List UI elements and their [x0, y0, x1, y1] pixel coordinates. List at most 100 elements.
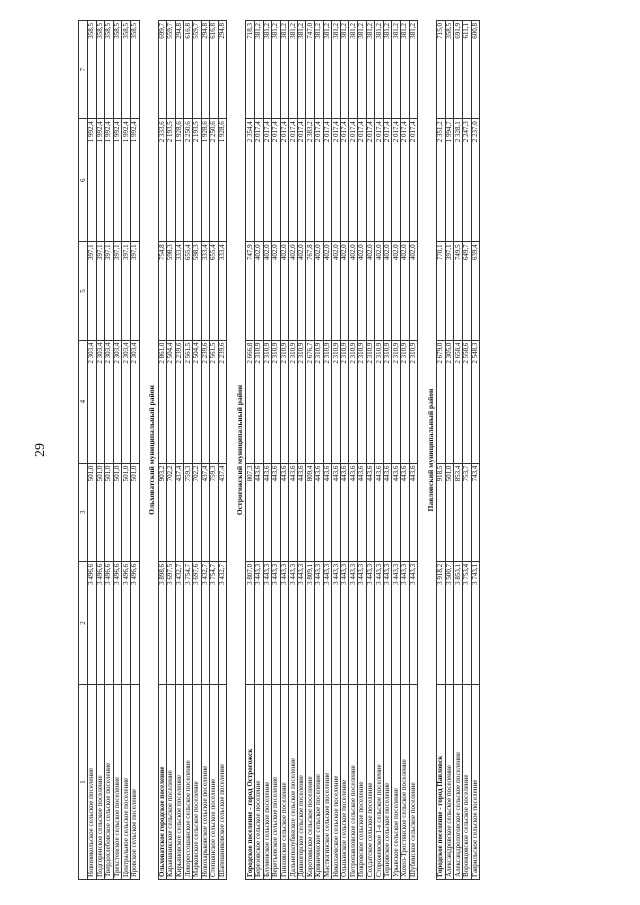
value-cell: 443,6 [366, 463, 375, 562]
value-cell: 2 561,5 [183, 340, 193, 464]
value-cell: 3 443,3 [280, 561, 289, 685]
value-cell: 598,3 [192, 241, 202, 341]
value-cell: 2 017,4 [357, 118, 367, 242]
value-cell: 2 333,6 [158, 118, 167, 242]
settlement-name-cell: Центральное сельское поселение [121, 684, 131, 880]
value-cell: 381,2 [409, 20, 418, 119]
value-cell: 2 310,9 [357, 340, 367, 464]
value-cell: 402,0 [271, 241, 281, 341]
value-cell: 2 017,4 [314, 118, 324, 242]
value-cell: 2 310,9 [297, 340, 306, 464]
value-cell: 747,0 [305, 20, 315, 119]
value-cell: 3 496,6 [121, 561, 131, 685]
value-cell: 767,8 [305, 241, 315, 341]
value-cell: 2 558,6 [462, 340, 472, 464]
value-cell: 749,5 [453, 241, 463, 341]
value-cell: 2 017,4 [400, 118, 410, 242]
value-cell: 3 496,6 [130, 561, 140, 685]
value-cell: 443,6 [340, 463, 349, 562]
settlement-name-cell: Степнянское сельское поселение [209, 684, 219, 880]
value-cell: 3 443,3 [254, 561, 263, 685]
value-cell: 501,0 [104, 463, 114, 562]
value-cell: 3 807,0 [245, 561, 255, 685]
value-cell: 2 017,4 [288, 118, 298, 242]
settlement-name-cell: Марковское сельское поселение [192, 684, 202, 880]
value-cell: 754,8 [158, 241, 167, 341]
value-cell: 3 443,3 [409, 561, 418, 685]
value-cell: 759,3 [209, 463, 219, 562]
value-cell: 358,5 [130, 20, 140, 119]
value-cell: 3 443,3 [374, 561, 384, 685]
value-cell: 402,0 [357, 241, 367, 341]
value-cell: 3 443,3 [323, 561, 332, 685]
value-cell: 2 310,9 [366, 340, 375, 464]
value-cell: 358,5 [445, 20, 454, 119]
settlement-name-cell: Коротоякское сельское поселение [305, 684, 315, 880]
value-cell: 559,7 [166, 20, 176, 119]
value-cell: 2 303,4 [130, 340, 140, 464]
settlement-name-cell: Твердохлебовское сельское поселение [104, 684, 114, 880]
value-cell: 443,6 [357, 463, 367, 562]
value-cell: 2 310,9 [331, 340, 341, 464]
settlement-name-cell: Криниченское сельское поселение [314, 684, 324, 880]
value-cell: 715,0 [436, 20, 446, 119]
value-cell: 443,6 [254, 463, 263, 562]
value-cell: 2 303,4 [113, 340, 122, 464]
value-cell: 2 666,8 [245, 340, 255, 464]
value-cell: 402,0 [263, 241, 272, 341]
value-cell: 2 310,9 [271, 340, 281, 464]
value-cell: 381,2 [366, 20, 375, 119]
settlement-name-cell: Новохарьковское сельское поселение [201, 684, 210, 880]
value-cell: 3 496,6 [87, 561, 97, 685]
value-cell: 443,6 [297, 463, 306, 562]
column-header-3: 3 [78, 463, 88, 562]
value-cell: 639,4 [471, 241, 480, 341]
value-cell: 2 310,9 [391, 340, 401, 464]
value-cell: 743,4 [471, 463, 480, 562]
value-cell: 1 992,4 [113, 118, 122, 242]
value-cell: 2 310,9 [263, 340, 272, 464]
value-cell: 2 239,6 [201, 340, 210, 464]
value-cell: 1 992,4 [121, 118, 131, 242]
value-cell: 381,2 [288, 20, 298, 119]
value-cell: 2 383,2 [305, 118, 315, 242]
value-cell: 655,4 [183, 241, 193, 341]
value-cell: 2 676,7 [305, 340, 315, 464]
value-cell: 333,4 [218, 241, 227, 341]
value-cell: 2 250,6 [209, 118, 219, 242]
value-cell: 3 443,3 [400, 561, 410, 685]
value-cell: 1 992,4 [104, 118, 114, 242]
column-header-4: 4 [78, 340, 88, 464]
value-cell: 443,6 [383, 463, 392, 562]
value-cell: 699,7 [158, 20, 167, 119]
value-cell: 402,0 [314, 241, 324, 341]
settlement-name-cell: Кирьяновское сельское поселение [175, 684, 184, 880]
settlement-name-cell: Терновское сельское поселение [383, 684, 392, 880]
value-cell: 3 500,7 [445, 561, 454, 685]
value-cell: 2 247,3 [462, 118, 472, 242]
value-cell: 294,8 [218, 20, 227, 119]
value-cell: 2 017,4 [391, 118, 401, 242]
value-cell: 2 354,4 [245, 118, 255, 242]
value-cell: 3 753,4 [462, 561, 472, 685]
value-cell: 2 017,4 [383, 118, 392, 242]
value-cell: 3 443,3 [357, 561, 367, 685]
column-header-2: 2 [78, 561, 88, 685]
value-cell: 1 994,7 [445, 118, 454, 242]
value-cell: 358,5 [104, 20, 114, 119]
value-cell: 381,2 [271, 20, 281, 119]
value-cell: 381,2 [348, 20, 358, 119]
value-cell: 611,1 [462, 20, 472, 119]
value-cell: 3 443,3 [331, 561, 341, 685]
value-cell: 3 754,7 [183, 561, 193, 685]
value-cell: 2 561,5 [209, 340, 219, 464]
